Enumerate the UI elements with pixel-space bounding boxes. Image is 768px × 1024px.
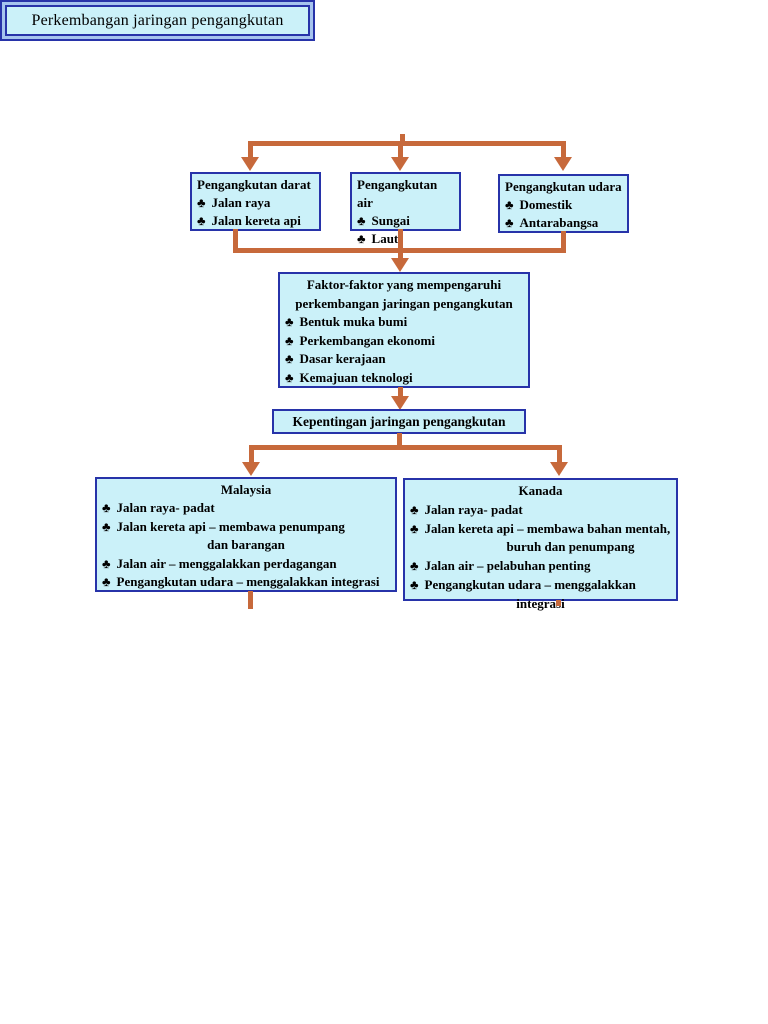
list-item-text: Jalan air – pelabuhan penting [424,558,591,574]
club-bullet-icon: ♣ [505,197,514,212]
list-item: ♣ Jalan air – pelabuhan penting [410,557,671,576]
connector-malaysia-stub [248,591,253,609]
list-item: ♣ Jalan kereta api [197,212,314,230]
air-header: Pengangkutan air [357,177,438,210]
connector-top-horizontal [248,141,566,146]
list-item-text: Pengangkutan udara – menggalakkan integr… [116,574,380,590]
club-bullet-icon: ♣ [197,213,206,228]
list-item-text: Dasar kerajaan [299,351,386,367]
connector-kepentingan-drop [398,387,403,398]
arrowhead-kanada-icon [550,462,568,476]
connector-faktor-drop [398,229,403,259]
arrowhead-udara-icon [554,157,572,171]
club-bullet-icon: ♣ [285,314,294,330]
malaysia-box: Malaysia ♣ Jalan raya- padat ♣ Jalan keret… [95,477,397,592]
connector-darat-riser [233,229,238,253]
connector-malaysia-drop [249,445,254,463]
club-bullet-icon: ♣ [410,501,419,517]
club-bullet-icon: ♣ [410,520,419,536]
list-item-text: Jalan raya- padat [424,501,523,517]
faktor-header-line1: Faktor-faktor yang mempengaruhi [306,277,502,292]
list-item: ♣ Jalan raya- padat [410,501,671,520]
darat-header: Pengangkutan darat [197,177,311,192]
connector-kanada-drop [557,445,562,463]
udara-box: Pengangkutan udara ♣ Domestik ♣ Antarabang… [498,174,629,233]
faktor-header-line2: perkembangan jaringan pengangkutan [295,295,513,311]
list-item-text: buruh dan penumpang [506,539,635,555]
list-item-text: Jalan air – menggalakkan perdagangan [116,555,337,571]
list-item-text: Antarabangsa [519,215,599,230]
arrowhead-kepentingan-icon [391,396,409,410]
list-item-text: Jalan raya [211,195,271,210]
malaysia-header: Malaysia [220,482,272,497]
list-item-text: Perkembangan ekonomi [299,332,435,348]
club-bullet-icon: ♣ [357,213,366,228]
list-item: ♣ Perkembangan ekonomi [285,332,523,351]
list-item: ♣ Pengangkutan udara – menggalakkan [410,576,671,595]
kepentingan-text: Kepentingan jaringan pengangkutan [292,413,506,429]
connector-bottom-horizontal [249,445,562,450]
faktor-box: Faktor-faktor yang mempengaruhi perkemba… [278,272,530,388]
club-bullet-icon: ♣ [285,369,294,385]
connector-darat-drop [248,141,253,158]
list-item: ♣ Antarabangsa [505,214,622,232]
kepentingan-box: Kepentingan jaringan pengangkutan [272,409,526,434]
list-item: ♣ Jalan kereta api – membawa penumpang [102,518,390,536]
club-bullet-icon: ♣ [197,195,206,210]
connector-title-drop [400,134,405,146]
kanada-box: Kanada ♣ Jalan raya- padat ♣ Jalan kereta … [403,478,678,611]
list-item: ♣ Domestik [505,196,622,214]
club-bullet-icon: ♣ [410,576,419,592]
list-item: ♣ Pengangkutan udara – menggalakkan integ… [102,573,390,591]
list-item-continuation: dan barangan [102,536,390,554]
udara-header: Pengangkutan udara [505,179,622,194]
list-item-text: Jalan kereta api – membawa bahan mentah, [424,520,671,536]
title-box: Perkembangan jaringan pengangkutan [0,0,315,41]
arrowhead-darat-icon [241,157,259,171]
title-text: Perkembangan jaringan pengangkutan [31,11,284,29]
list-item: ♣ Laut [357,230,454,248]
air-box: Pengangkutan air ♣ Sungai ♣ Laut [350,172,461,246]
list-item-text: Domestik [519,197,573,212]
list-item-text: Pengangkutan udara – menggalakkan [424,576,636,592]
arrowhead-air-icon [391,157,409,171]
club-bullet-icon: ♣ [102,574,111,590]
club-bullet-icon: ♣ [505,215,514,230]
list-item: ♣ Jalan raya [197,194,314,212]
list-item-continuation: buruh dan penumpang [410,538,671,557]
connector-air-drop [398,141,403,158]
list-item: ♣ Jalan air – menggalakkan perdagangan [102,555,390,573]
darat-box: Pengangkutan darat ♣ Jalan raya ♣ Jalan ke… [190,172,321,231]
club-bullet-icon: ♣ [285,351,294,367]
club-bullet-icon: ♣ [410,558,419,574]
club-bullet-icon: ♣ [102,500,111,516]
connector-udara-riser [561,231,566,253]
connector-udara-drop [561,141,566,158]
list-item-text: dan barangan [207,537,285,553]
list-item-text: Kemajuan teknologi [299,369,413,385]
list-item: ♣ Jalan kereta api – membawa bahan mentah… [410,520,671,539]
list-item: ♣ Jalan raya- padat [102,499,390,517]
connector-kanada-stub [556,600,561,606]
club-bullet-icon: ♣ [102,555,111,571]
list-item: ♣ Dasar kerajaan [285,350,523,369]
arrowhead-malaysia-icon [242,462,260,476]
club-bullet-icon: ♣ [357,231,366,246]
list-item-continuation: integrasi [410,595,671,614]
list-item-text: integrasi [516,595,565,611]
kanada-header: Kanada [518,483,563,498]
club-bullet-icon: ♣ [102,518,111,534]
arrowhead-faktor-icon [391,258,409,272]
list-item-text: Bentuk muka bumi [299,314,408,330]
list-item: ♣ Sungai [357,212,454,230]
list-item-text: Jalan kereta api – membawa penumpang [116,518,345,534]
list-item-text: Jalan raya- padat [116,500,215,516]
club-bullet-icon: ♣ [285,332,294,348]
list-item: ♣ Kemajuan teknologi [285,369,523,388]
list-item-text: Jalan kereta api [211,213,301,228]
connector-bottom-drop [397,433,402,449]
list-item-text: Sungai [371,213,410,228]
list-item-text: Laut [371,231,399,246]
list-item: ♣ Bentuk muka bumi [285,313,523,332]
